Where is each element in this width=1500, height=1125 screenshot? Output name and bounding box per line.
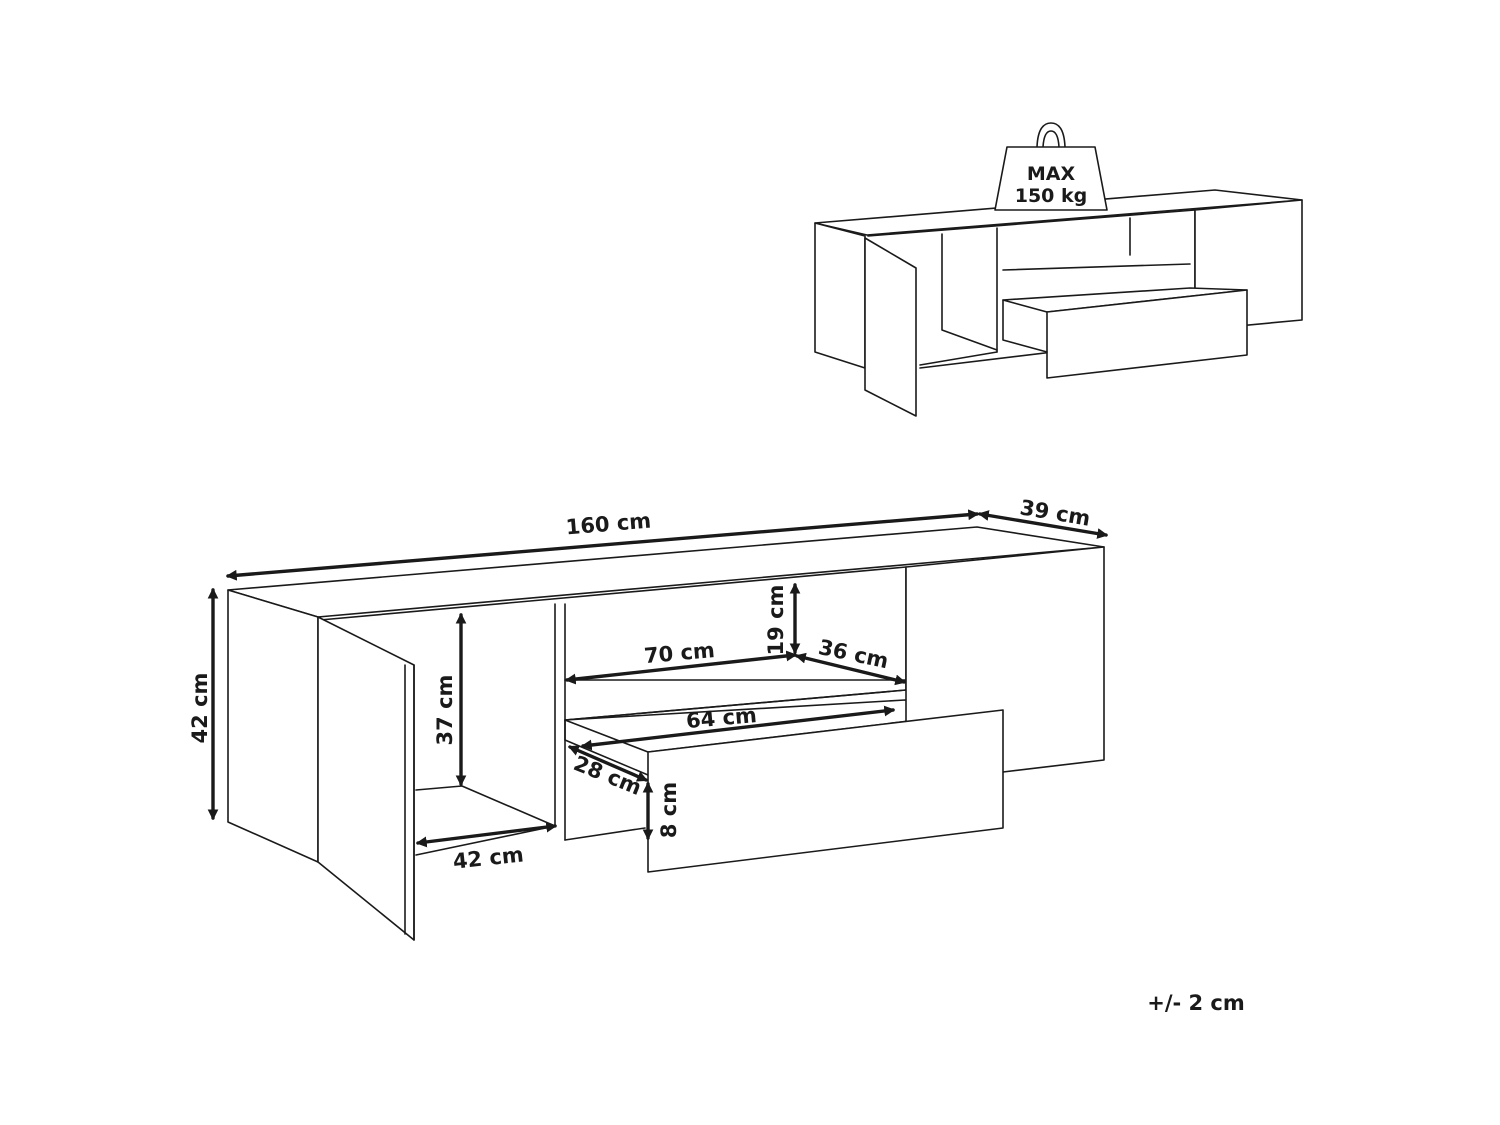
cabinet-height-label: 37 cm	[433, 675, 457, 746]
shelf-depth-arrow	[794, 652, 907, 686]
main-illustration	[227, 526, 1105, 941]
weight-limit-value: 150 kg	[1015, 185, 1088, 207]
drawer-width-arrow	[580, 705, 896, 751]
preview-illustration: MAX 150 kg	[814, 122, 1303, 417]
cabinet-width-label: 42 cm	[452, 842, 525, 873]
shelf-height-label: 19 cm	[764, 585, 788, 656]
shelf-depth-label: 36 cm	[816, 635, 890, 673]
width-label: 160 cm	[565, 509, 652, 540]
cabinet-width-arrow	[415, 821, 558, 848]
tolerance-note: +/- 2 cm	[1147, 991, 1245, 1015]
depth-arrow	[977, 510, 1109, 539]
weight-icon	[994, 122, 1108, 211]
weight-limit-label: MAX	[1027, 163, 1076, 185]
drawer-depth-arrow	[568, 745, 648, 782]
width-arrow	[225, 509, 980, 581]
drawer-height-label: 8 cm	[657, 782, 681, 838]
dimension-arrows	[207, 509, 1109, 848]
shelf-width-arrow	[564, 650, 798, 685]
height-label: 42 cm	[188, 673, 212, 744]
